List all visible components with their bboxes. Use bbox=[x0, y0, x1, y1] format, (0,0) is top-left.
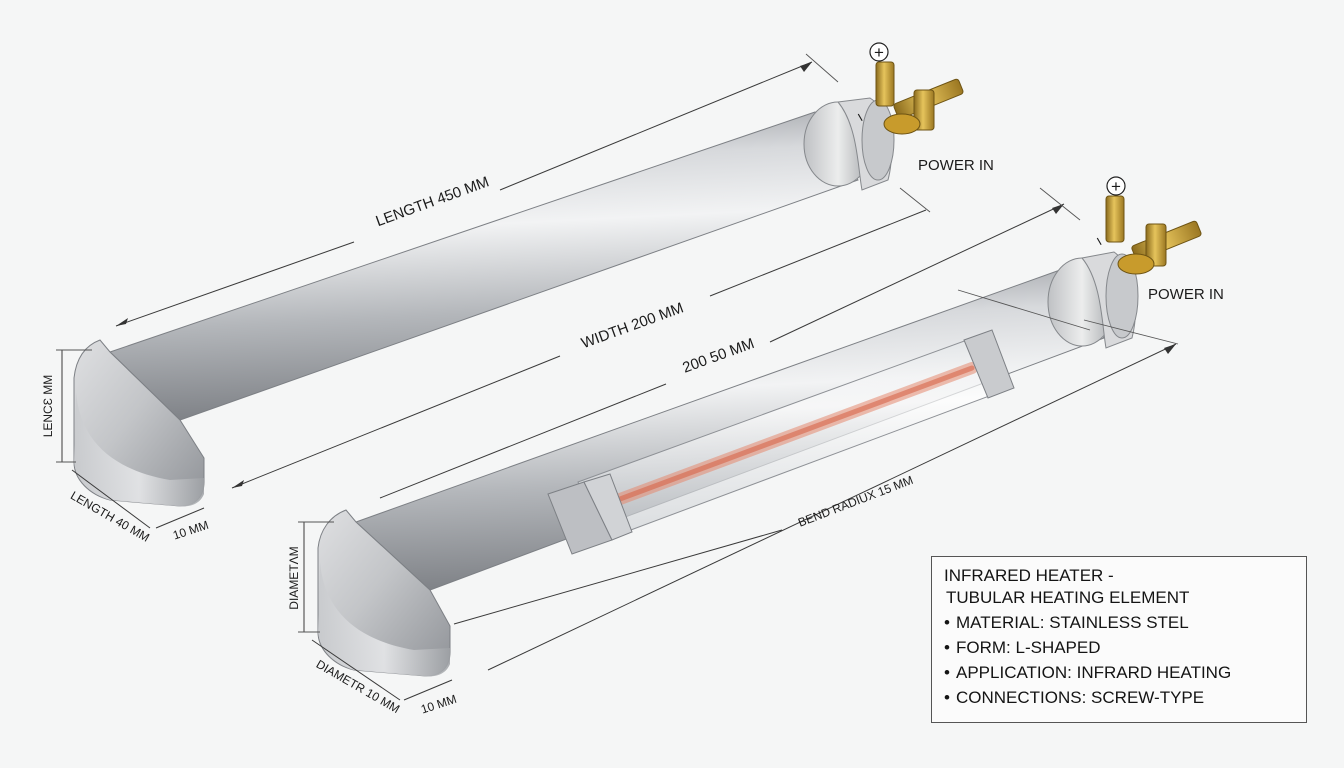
lower-plus-sign: + bbox=[1111, 177, 1121, 196]
upper-elbow-face bbox=[74, 392, 204, 507]
spec-title-line2: TUBULAR HEATING ELEMENT bbox=[946, 588, 1190, 608]
lower-minus-sign: − bbox=[1089, 233, 1108, 250]
upper-plus-sign: + bbox=[874, 43, 884, 62]
bend-radius-label: BEND RADIUX 15 MM bbox=[796, 473, 915, 530]
upper-heater: + − bbox=[73, 42, 964, 507]
upper-screw-terminals bbox=[875, 61, 964, 135]
dim-200-50-label: 200 50 MM bbox=[680, 335, 756, 377]
ten-mm-upper-label: 10 MM bbox=[171, 518, 210, 543]
length-450-label: LENGTH 450 MM bbox=[374, 173, 492, 230]
lower-screw-terminals bbox=[1105, 195, 1202, 275]
dimension-lines bbox=[56, 53, 1179, 701]
width-200-label: WIDTH 200 MM bbox=[579, 299, 686, 352]
lower-plus-terminal-icon bbox=[1106, 176, 1126, 196]
spec-item-form: FORM: L-SHAPED bbox=[944, 637, 1294, 659]
spec-item-application: APPLICATION: INFRARD HEATING bbox=[944, 662, 1294, 684]
ten-mm-lower-label: 10 MM bbox=[419, 692, 458, 717]
power-in-lower-label: POWER IN bbox=[1148, 286, 1224, 303]
spec-list: MATERIAL: STAINLESS STEL FORM: L-SHAPED … bbox=[944, 612, 1294, 709]
lower-filament-core bbox=[609, 365, 975, 505]
diameter-side-label: DIAMETɅM bbox=[287, 546, 301, 609]
lower-elbow-face bbox=[318, 562, 450, 677]
spec-item-material: MATERIAL: STAINLESS STEL bbox=[944, 612, 1294, 634]
lenc-mm-label: LENCƐ MM bbox=[41, 375, 55, 438]
spec-box: INFRARED HEATER - TUBULAR HEATING ELEMEN… bbox=[931, 556, 1307, 723]
lower-sleeves bbox=[547, 329, 1015, 555]
spec-item-connections: CONNECTIONS: SCREW-TYPE bbox=[944, 687, 1294, 709]
upper-plus-terminal-icon bbox=[869, 42, 889, 62]
lower-heater: + − bbox=[317, 176, 1202, 677]
upper-tube bbox=[109, 111, 859, 421]
spec-title-line1: INFRARED HEATER - bbox=[944, 566, 1114, 585]
upper-end-collar bbox=[803, 97, 895, 191]
power-in-upper-label: POWER IN bbox=[918, 157, 994, 174]
